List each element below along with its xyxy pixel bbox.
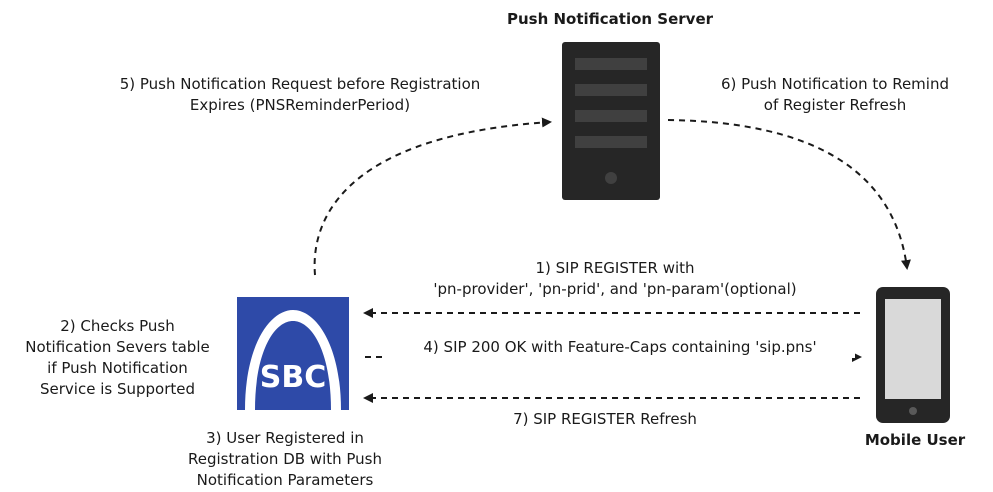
- arrow-pn-remind: [667, 119, 911, 270]
- step-2-label: 2) Checks Push Notification Severs table…: [25, 317, 210, 398]
- step-1-label: 1) SIP REGISTER with 'pn-provider', 'pn-…: [433, 259, 797, 298]
- sbc-logo: [237, 297, 349, 410]
- mobile-user-label: Mobile User: [864, 431, 966, 449]
- server-icon: [562, 42, 660, 200]
- step-7-label: 7) SIP REGISTER Refresh: [513, 410, 697, 428]
- mobile-phone-icon: [876, 287, 950, 423]
- server-label: Push Notification Server: [506, 10, 714, 28]
- step-5-label: 5) Push Notification Request before Regi…: [119, 75, 481, 114]
- arrow-pn-request: [313, 117, 552, 276]
- step-6-label: 6) Push Notification to Remind of Regist…: [721, 75, 949, 114]
- sbc-logo-text: SBC: [259, 360, 327, 395]
- step-3-label: 3) User Registered in Registration DB wi…: [187, 429, 383, 489]
- step-4-label: 4) SIP 200 OK with Feature-Caps containi…: [385, 337, 855, 358]
